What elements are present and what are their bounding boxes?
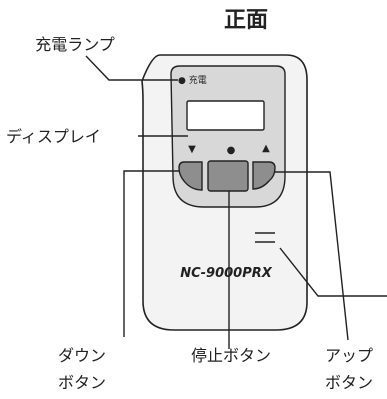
- stop-button[interactable]: [207, 160, 249, 192]
- model-label: NC-9000PRX: [180, 266, 273, 281]
- charge-lamp-label: 充電ランプ: [35, 35, 115, 54]
- down-symbol: ▼: [188, 144, 196, 155]
- up-button-leader: [275, 171, 349, 341]
- down-button-leader: [123, 170, 179, 337]
- mark-leader: [279, 247, 387, 297]
- charge-lamp-leader: [85, 55, 178, 81]
- display-window: [186, 100, 265, 131]
- up-button-label-line1: アップ: [325, 346, 373, 365]
- down-button-label-line1: ダウン: [58, 346, 106, 365]
- up-button[interactable]: [252, 161, 276, 190]
- display-label: ディスプレイ: [6, 127, 101, 146]
- stop-symbol: ●: [227, 145, 236, 156]
- down-button-label-line2: ボタン: [58, 373, 106, 392]
- up-button-label-line2: ボタン: [325, 373, 373, 392]
- down-button[interactable]: [178, 161, 203, 191]
- up-symbol: ▲: [262, 143, 270, 154]
- stop-button-label: 停止ボタン: [191, 346, 271, 365]
- charge-indicator-text: ● 充電: [178, 74, 207, 86]
- diagram-title: 正面: [224, 8, 268, 33]
